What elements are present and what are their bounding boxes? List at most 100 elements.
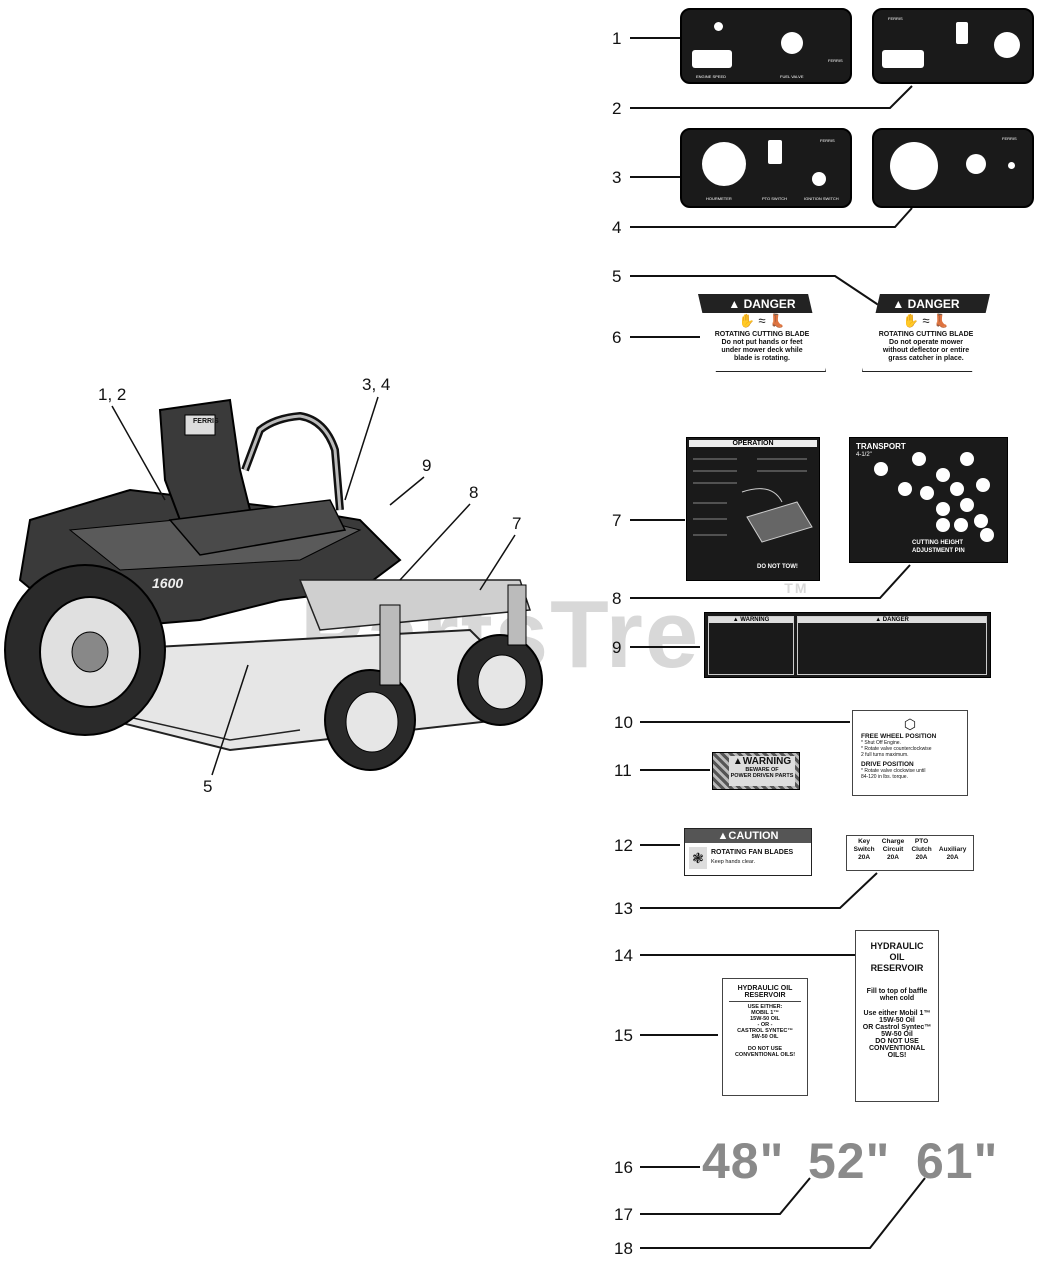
fuse-col-amp: 20A xyxy=(946,854,959,861)
hyd15-l4: MOBIL 1™ xyxy=(751,1010,779,1016)
drive-bullet-1: * Rotate valve clockwise until xyxy=(861,768,926,774)
free-wheel-bullet-3: 2 full turns maximum. xyxy=(861,752,909,758)
hyd14-l6: Use either Mobil 1™ xyxy=(863,1010,931,1017)
operation-title: OPERATION xyxy=(689,440,817,447)
fuel-valve-knob xyxy=(781,32,803,54)
fuse-col-mid: Clutch xyxy=(911,846,932,853)
fuse-col-mid: Switch xyxy=(853,846,875,853)
callout-mower-7: 7 xyxy=(512,514,522,533)
height-4-1-2: 4-1/2" xyxy=(856,452,872,458)
danger-line-4: blade is rotating. xyxy=(733,355,790,363)
fuse-col-top: Key xyxy=(858,838,871,845)
danger-line-3: without deflector or entire xyxy=(882,347,970,355)
pto-dot xyxy=(1008,162,1015,169)
caution-line-1: ROTATING FAN BLADES xyxy=(711,849,794,856)
callout-mower-1-2: 1, 2 xyxy=(98,385,127,404)
pin-hole xyxy=(920,486,934,500)
hyd14-l5: when cold xyxy=(879,995,915,1002)
fan-pictogram: ❃ xyxy=(689,847,707,869)
callout-14: 14 xyxy=(614,946,633,965)
fuse-col-top: PTO xyxy=(914,838,929,845)
callout-7: 7 xyxy=(612,511,622,530)
callout-mower-5: 5 xyxy=(203,777,213,796)
pin-hole xyxy=(974,514,988,528)
callout-8: 8 xyxy=(612,589,622,608)
hyd14-l2: OIL xyxy=(889,952,905,962)
ignition-keyhole xyxy=(966,154,986,174)
ignition-switch-label: IGNITION SWITCH xyxy=(804,196,839,201)
hyd15-l7: CASTROL SYNTEC™ xyxy=(737,1028,793,1034)
danger-header: ▲ DANGER xyxy=(863,295,989,313)
pin-hole xyxy=(950,482,964,496)
decal-5-danger-cutting-blade: ▲ DANGER ✋ ≈ 👢 ROTATING CUTTING BLADE Do… xyxy=(862,294,990,372)
fuse-col-amp: 20A xyxy=(915,854,928,861)
pto-window xyxy=(768,140,782,164)
danger-header: ▲ DANGER xyxy=(699,295,825,313)
indicator-dot xyxy=(714,22,723,31)
decal-1-throttle-fuel-panel: ENGINE SPEED FUEL VALVE FERRIS xyxy=(680,8,852,84)
callout-5: 5 xyxy=(612,267,622,286)
hyd14-l12: OILS! xyxy=(887,1052,907,1059)
pin-hole xyxy=(898,482,912,496)
hourmeter-dial xyxy=(702,142,746,186)
free-wheel-bullet-2: * Rotate valve counterclockwise xyxy=(861,746,932,752)
hyd15-l2: RESERVOIR xyxy=(744,992,786,999)
danger-line-1: ROTATING CUTTING BLADE xyxy=(878,331,974,338)
warning-line-1: BEWARE OF xyxy=(745,767,779,773)
fuse-col-mid: Circuit xyxy=(882,846,904,853)
throttle-window xyxy=(882,50,924,68)
decal-13-fuse-block: Key Switch 20A Charge Circuit 20A PTO Cl… xyxy=(846,835,974,871)
warning-inner: ▲WARNING BEWARE OF POWER DRIVEN PARTS xyxy=(729,756,795,786)
hyd14-l3: RESERVOIR xyxy=(870,963,924,973)
pin-hole xyxy=(954,518,968,532)
hand-foot-pictogram: ✋ ≈ 👢 xyxy=(902,313,950,328)
fuse-col-mid: Auxiliary xyxy=(938,846,967,853)
caution-header: ▲CAUTION xyxy=(685,829,811,843)
hyd15-divider xyxy=(729,1001,801,1002)
decal-14-hydraulic-oil-tall: HYDRAULIC OIL RESERVOIR Fill to top of b… xyxy=(855,930,939,1102)
callout-9: 9 xyxy=(612,638,622,657)
warning-section: ▲ WARNING xyxy=(708,616,794,675)
engine-speed-window xyxy=(692,50,732,68)
danger-header-text: DANGER xyxy=(907,297,960,311)
adjustment-pin-label: ADJUSTMENT PIN xyxy=(912,548,965,554)
free-wheel-title: FREE WHEEL POSITION xyxy=(861,733,937,740)
fuse-auxiliary: Auxiliary 20A xyxy=(939,838,966,868)
decal-12-caution-fan: ▲CAUTION ❃ ROTATING FAN BLADES Keep hand… xyxy=(684,828,812,876)
fuse-pto-clutch: PTO Clutch 20A xyxy=(911,838,931,868)
callout-10: 10 xyxy=(614,713,633,732)
callout-15: 15 xyxy=(614,1026,633,1045)
callout-1: 1 xyxy=(612,29,622,48)
meter-dial xyxy=(890,142,938,190)
pin-hole xyxy=(976,478,990,492)
hyd14-l4: Fill to top of baffle xyxy=(866,988,928,995)
engine-speed-label: ENGINE SPEED xyxy=(696,74,727,79)
hand-foot-pictogram: ✋ ≈ 👢 xyxy=(738,313,786,328)
hyd15-l1: HYDRAULIC OIL xyxy=(737,985,793,992)
hyd14-l1: HYDRAULIC xyxy=(870,941,924,951)
decal-10-free-wheel: ⬡ FREE WHEEL POSITION * Shut Off Engine.… xyxy=(852,710,968,796)
danger-line-3: under mower deck while xyxy=(721,347,803,355)
hyd15-l5: 15W-50 OIL xyxy=(750,1016,780,1022)
watermark-tm: TM xyxy=(784,580,809,596)
decal-11-warning-power-parts: ▲WARNING BEWARE OF POWER DRIVEN PARTS xyxy=(712,752,800,790)
danger-line-2: Do not put hands or feet xyxy=(721,339,803,347)
free-wheel-bullet-1: * Shut Off Engine. xyxy=(861,740,901,746)
pin-hole xyxy=(936,518,950,532)
warning-line-2: POWER DRIVEN PARTS xyxy=(730,773,794,779)
drive-position-title: DRIVE POSITION xyxy=(861,761,914,768)
mower-badge: 1600 xyxy=(152,575,184,591)
decal-6-danger-cutting-blade: ▲ DANGER ✋ ≈ 👢 ROTATING CUTTING BLADE Do… xyxy=(698,294,826,372)
fuse-col-amp: 20A xyxy=(887,854,899,861)
fuel-valve-label: FUEL VALVE xyxy=(780,74,804,79)
decal-2-throttle-choke-panel: FERRIS xyxy=(872,8,1034,84)
hyd15-l9: DO NOT USE xyxy=(747,1046,783,1052)
fuse-col-amp: 20A xyxy=(858,854,871,861)
hyd14-l7: 15W-50 Oil xyxy=(879,1017,915,1024)
callout-11: 11 xyxy=(614,761,632,780)
brand-label: FERRIS xyxy=(888,16,903,21)
hyd14-l10: DO NOT USE xyxy=(875,1038,919,1045)
switch-window xyxy=(956,22,968,44)
decal-9-warning-danger-strip: ▲ WARNING ▲ DANGER xyxy=(704,612,991,678)
hyd15-l8: 5W-50 OIL xyxy=(751,1034,779,1040)
